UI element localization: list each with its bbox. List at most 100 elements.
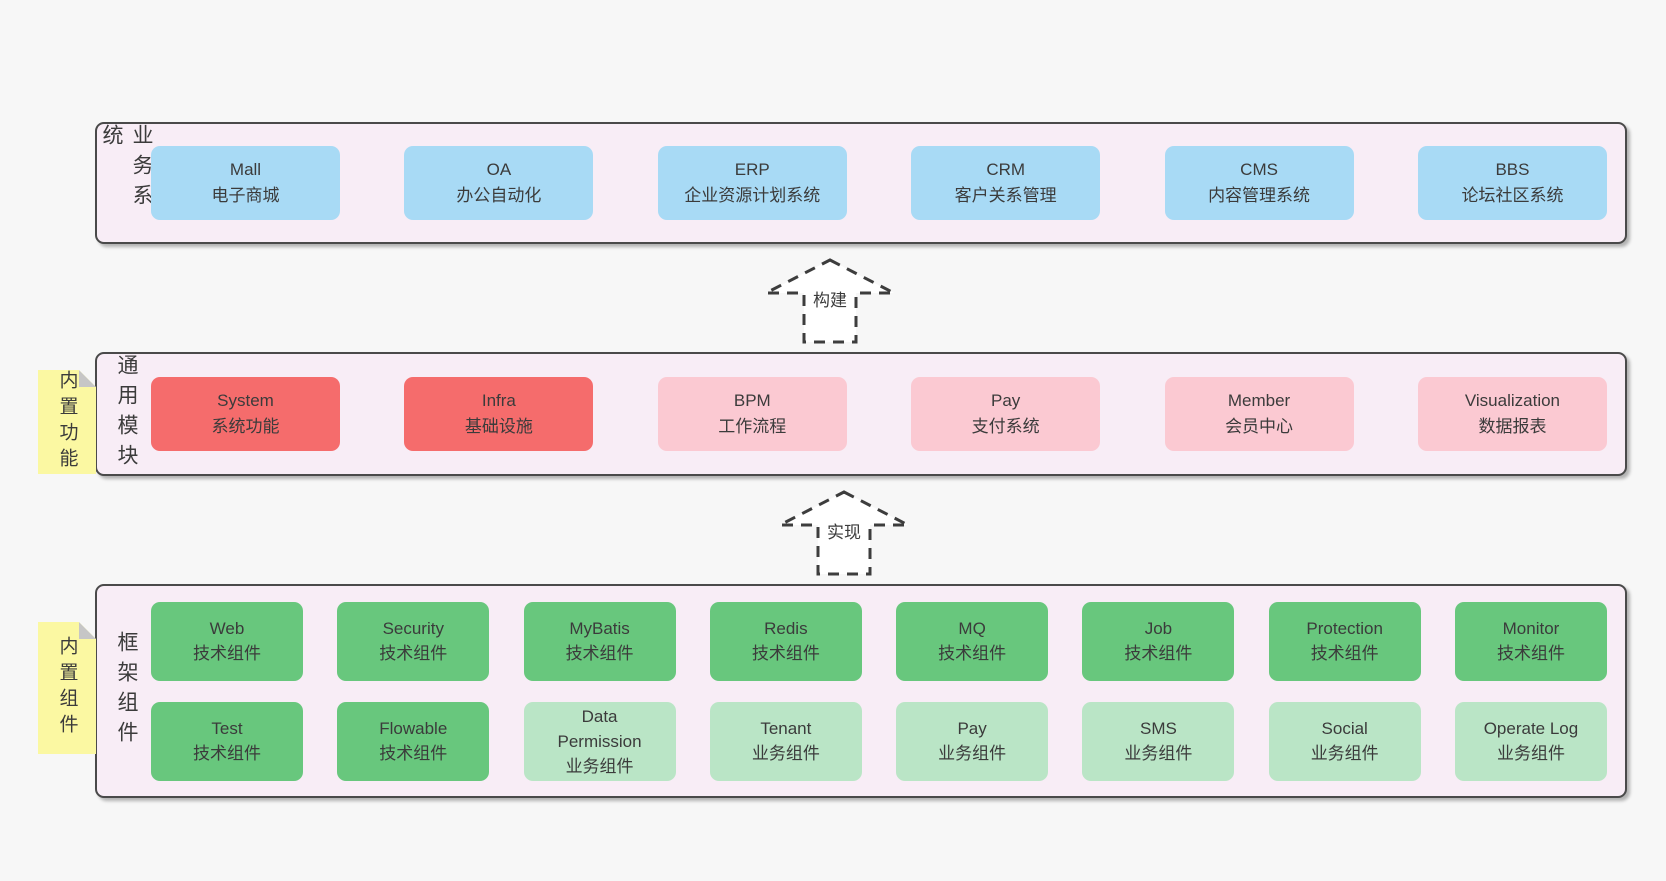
box-subtitle: 业务组件: [1310, 744, 1379, 763]
band-label-business-systems: 业务系统: [100, 124, 153, 214]
box-erp: ERP 企业资源计划系统: [657, 146, 847, 220]
box-job: Job 技术组件: [1082, 601, 1235, 681]
common-modules-band: 通用模块 System 系统功能 Infra 基础设施 BPM 工作流程 Pay…: [95, 352, 1627, 476]
box-title: Redis: [764, 619, 808, 638]
box-social: Social 业务组件: [1268, 701, 1421, 781]
sticky-note-built-in-features: 内置功能: [38, 370, 96, 474]
box-title: MQ: [958, 619, 986, 638]
framework-components-band: 框架组件 Web 技术组件 Security 技术组件 MyBatis 技术组件…: [95, 584, 1627, 798]
box-subtitle: 技术组件: [1310, 644, 1379, 663]
box-web: Web 技术组件: [151, 601, 303, 681]
box-subtitle: 工作流程: [718, 417, 787, 436]
box-crm: CRM 客户关系管理: [911, 146, 1101, 220]
box-subtitle: 内容管理系统: [1208, 186, 1311, 205]
band-label-common-modules: 通用模块: [115, 354, 138, 474]
box-monitor: Monitor 技术组件: [1454, 601, 1607, 681]
box-subtitle: 电子商城: [211, 186, 280, 205]
box-redis: Redis 技术组件: [709, 601, 862, 681]
box-subtitle: 论坛社区系统: [1461, 186, 1564, 205]
box-title: Protection: [1306, 619, 1383, 638]
box-title: Test: [211, 719, 243, 738]
box-member: Member 会员中心: [1164, 377, 1354, 451]
box-subtitle: 技术组件: [379, 744, 448, 763]
box-title: Flowable: [379, 719, 448, 738]
box-title: SMS: [1139, 719, 1177, 738]
box-title: Mall: [229, 160, 262, 179]
box-title: ERP: [734, 160, 770, 179]
box-title: BPM: [733, 391, 771, 410]
box-subtitle: 技术组件: [1496, 644, 1565, 663]
folded-corner-icon: [79, 370, 96, 387]
box-subtitle: 数据报表: [1478, 417, 1547, 436]
business-systems-band: 业务系统 Mall 电子商城 OA 办公自动化 ERP 企业资源计划系统 CRM…: [95, 122, 1627, 244]
box-protection: Protection 技术组件: [1268, 601, 1421, 681]
box-subtitle: 技术组件: [193, 644, 261, 663]
box-security: Security 技术组件: [337, 601, 490, 681]
business-components-row: Test 技术组件 Flowable 技术组件 Data Permission …: [151, 701, 1607, 781]
box-pay-module: Pay 支付系统: [911, 377, 1101, 451]
box-visualization: Visualization 数据报表: [1417, 377, 1607, 451]
box-test: Test 技术组件: [151, 701, 303, 781]
box-subtitle: 支付系统: [971, 417, 1040, 436]
box-subtitle: 业务组件: [565, 756, 634, 776]
modules-band-content: System 系统功能 Infra 基础设施 BPM 工作流程 Pay 支付系统…: [147, 354, 1625, 474]
box-title: Operate Log: [1483, 719, 1579, 738]
box-sms: SMS 业务组件: [1082, 701, 1235, 781]
box-subtitle: 技术组件: [1124, 644, 1193, 663]
box-subtitle: 客户关系管理: [954, 186, 1057, 205]
box-subtitle: 系统功能: [211, 417, 280, 436]
box-mybatis: MyBatis 技术组件: [523, 601, 676, 681]
box-bpm: BPM 工作流程: [657, 377, 847, 451]
technical-components-row: Web 技术组件 Security 技术组件 MyBatis 技术组件 Redi…: [151, 601, 1607, 681]
box-mq: MQ 技术组件: [896, 601, 1049, 681]
box-title: Social: [1321, 719, 1368, 738]
band-label-framework-components: 框架组件: [115, 631, 138, 751]
box-infra: Infra 基础设施: [404, 377, 594, 451]
box-title: Data Permission: [557, 706, 642, 751]
box-system: System 系统功能: [151, 377, 340, 451]
box-title: MyBatis: [569, 619, 630, 638]
implement-arrow-icon: 实现: [776, 489, 912, 577]
folded-corner-icon: [79, 622, 96, 639]
box-subtitle: 业务组件: [1496, 744, 1565, 763]
box-mall: Mall 电子商城: [151, 146, 340, 220]
box-pay-component: Pay 业务组件: [896, 701, 1049, 781]
box-title: BBS: [1495, 160, 1530, 179]
box-title: Web: [209, 619, 245, 638]
box-title: Tenant: [760, 719, 812, 738]
box-subtitle: 企业资源计划系统: [684, 186, 821, 205]
implement-arrow-label: 实现: [824, 518, 864, 543]
box-flowable: Flowable 技术组件: [337, 701, 490, 781]
box-title: Visualization: [1464, 391, 1561, 410]
box-title: CMS: [1240, 160, 1278, 179]
business-band-content: Mall 电子商城 OA 办公自动化 ERP 企业资源计划系统 CRM 客户关系…: [147, 124, 1625, 242]
box-subtitle: 业务组件: [938, 744, 1007, 763]
build-arrow-icon: 构建: [762, 257, 898, 345]
box-cms: CMS 内容管理系统: [1164, 146, 1354, 220]
sticky-note-built-in-components: 内置组件: [38, 622, 96, 754]
box-tenant: Tenant 业务组件: [709, 701, 862, 781]
box-subtitle: 会员中心: [1225, 417, 1294, 436]
box-subtitle: 业务组件: [1124, 744, 1193, 763]
box-title: Pay: [991, 391, 1021, 410]
box-title: Pay: [957, 719, 987, 738]
box-operate-log: Operate Log 业务组件: [1454, 701, 1607, 781]
box-subtitle: 技术组件: [379, 644, 448, 663]
components-band-content: Web 技术组件 Security 技术组件 MyBatis 技术组件 Redi…: [147, 586, 1625, 796]
box-subtitle: 基础设施: [464, 417, 533, 436]
box-title: Member: [1227, 391, 1291, 410]
box-subtitle: 办公自动化: [456, 186, 542, 205]
box-title: Security: [382, 619, 444, 638]
box-title: System: [217, 391, 274, 410]
sticky-note-label: 内置功能: [56, 370, 78, 474]
build-arrow-label: 构建: [810, 286, 850, 311]
box-data-permission: Data Permission 业务组件: [523, 701, 676, 781]
box-bbs: BBS 论坛社区系统: [1417, 146, 1607, 220]
box-subtitle: 技术组件: [193, 744, 261, 763]
box-subtitle: 技术组件: [565, 644, 634, 663]
sticky-note-label: 内置组件: [56, 636, 78, 740]
box-title: Infra: [481, 391, 516, 410]
box-title: Monitor: [1502, 619, 1560, 638]
box-oa: OA 办公自动化: [404, 146, 594, 220]
